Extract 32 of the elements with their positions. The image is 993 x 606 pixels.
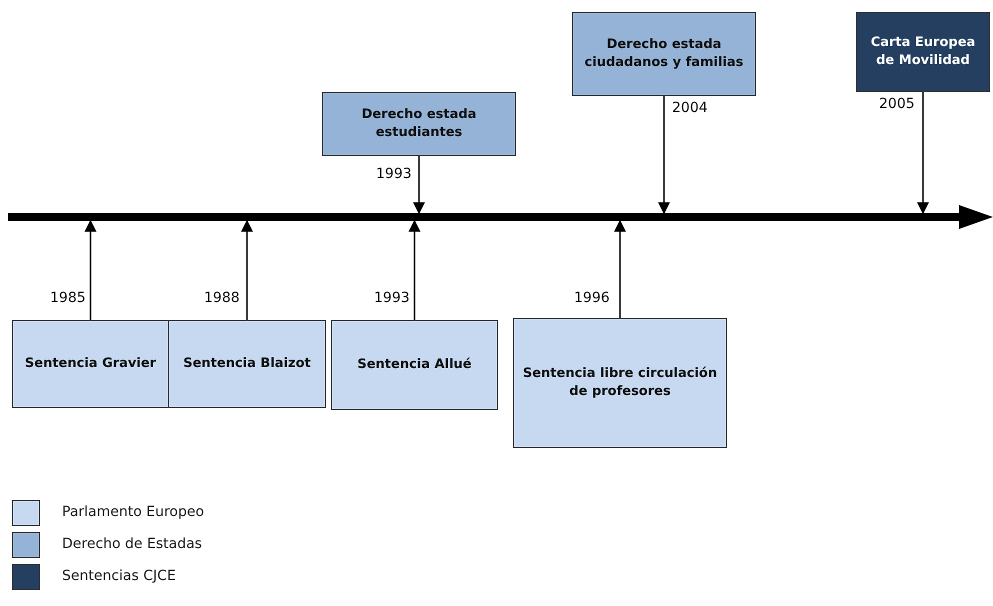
legend-label: Parlamento Europeo xyxy=(62,504,204,520)
legend-label: Derecho de Estadas xyxy=(62,536,202,552)
event-label: Derecho estada ciudadanos y familias xyxy=(584,36,744,72)
event-label: Sentencia Blaizot xyxy=(182,355,312,373)
year-label: 1988 xyxy=(204,290,240,306)
arrow xyxy=(84,220,96,320)
event-box xyxy=(856,12,990,92)
legend-label: Sentencias CJCE xyxy=(62,568,176,584)
event-label: Derecho estada estudiantes xyxy=(360,106,478,142)
arrow xyxy=(413,156,425,214)
year-label: 1993 xyxy=(374,290,410,306)
event-label: Sentencia libre circulación de profesores xyxy=(522,365,718,401)
year-label: 2005 xyxy=(879,96,915,112)
year-label: 2004 xyxy=(672,100,708,116)
timeline-arrow xyxy=(8,205,993,229)
arrow xyxy=(658,96,670,214)
event-label: Sentencia Gravier xyxy=(24,355,158,373)
arrow xyxy=(241,220,253,320)
event-box xyxy=(12,320,169,408)
event-box xyxy=(322,92,516,156)
arrow xyxy=(917,92,929,214)
event-box xyxy=(572,12,756,96)
year-label: 1985 xyxy=(50,290,86,306)
year-label: 1996 xyxy=(574,290,610,306)
event-box xyxy=(513,318,727,448)
event-box xyxy=(168,320,326,408)
event-box xyxy=(331,320,498,410)
event-label: Sentencia Allué xyxy=(356,356,473,374)
arrow xyxy=(614,220,626,318)
year-label: 1993 xyxy=(376,166,412,182)
event-label: Carta Europea de Movilidad xyxy=(870,34,976,70)
arrow xyxy=(408,220,420,320)
